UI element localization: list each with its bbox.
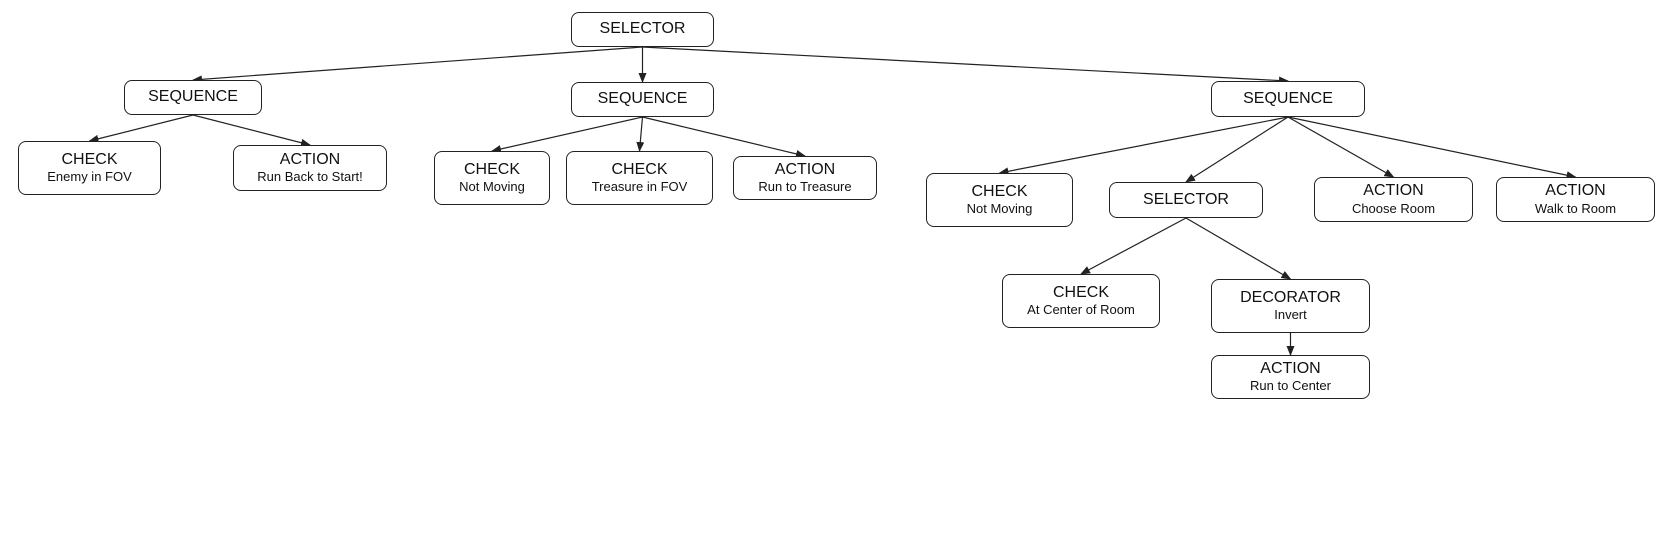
node-description: Run Back to Start!	[257, 169, 363, 185]
node-description: Enemy in FOV	[47, 169, 132, 185]
node-description: At Center of Room	[1027, 302, 1135, 318]
edge-selector2-to-check-center	[1080, 217, 1187, 275]
node-type-label: SELECTOR	[1143, 190, 1229, 208]
node-type-label: SEQUENCE	[597, 90, 688, 108]
edge-selector2-to-decorator	[1185, 217, 1292, 280]
node-description: Treasure in FOV	[591, 179, 688, 195]
edge-seq3-to-action-choose-room	[1287, 116, 1395, 178]
node-description: Not Moving	[459, 179, 525, 195]
node-seq2: SEQUENCE	[571, 82, 714, 117]
node-seq1: SEQUENCE	[124, 80, 262, 115]
node-root: SELECTOR	[571, 12, 714, 47]
edge-seq3-to-check-not-moving-2	[998, 116, 1289, 176]
edge-seq2-to-check-not-moving-1	[491, 116, 643, 153]
node-seq3: SEQUENCE	[1211, 81, 1365, 117]
edge-seq1-to-check-enemy	[88, 114, 194, 143]
node-type-label: ACTION	[1260, 359, 1321, 377]
node-description: Choose Room	[1351, 200, 1436, 216]
node-type-label: ACTION	[774, 160, 836, 178]
node-type-label: ACTION	[1545, 182, 1606, 200]
node-type-label: CHECK	[463, 160, 520, 178]
edge-seq3-to-action-walk-room	[1287, 116, 1577, 180]
node-type-label: CHECK	[1052, 283, 1109, 301]
node-description: Run to Center	[1250, 378, 1331, 394]
edge-seq3-to-selector2	[1185, 116, 1289, 183]
edge-root-to-seq1	[192, 46, 643, 84]
node-type-label: CHECK	[61, 150, 118, 168]
node-description: Walk to Room	[1534, 200, 1617, 216]
edge-seq2-to-action-run-treasure	[642, 116, 806, 158]
node-description: Not Moving	[966, 201, 1033, 217]
node-type-label: CHECK	[611, 160, 668, 178]
node-type-label: SELECTOR	[599, 20, 686, 38]
node-type-label: SEQUENCE	[1243, 89, 1333, 107]
edge-seq1-to-action-run-back	[192, 114, 311, 147]
node-type-label: DECORATOR	[1240, 288, 1341, 306]
node-selector2: SELECTOR	[1109, 182, 1263, 218]
node-description: Invert	[1274, 307, 1307, 323]
node-type-label: ACTION	[279, 150, 341, 168]
node-type-label: ACTION	[1363, 182, 1424, 200]
edge-seq2-to-check-treasure	[636, 116, 645, 152]
node-description: Run to Treasure	[758, 179, 852, 195]
node-type-label: CHECK	[971, 182, 1028, 200]
node-type-label: SEQUENCE	[148, 88, 238, 106]
edge-root-to-seq3	[642, 46, 1289, 85]
